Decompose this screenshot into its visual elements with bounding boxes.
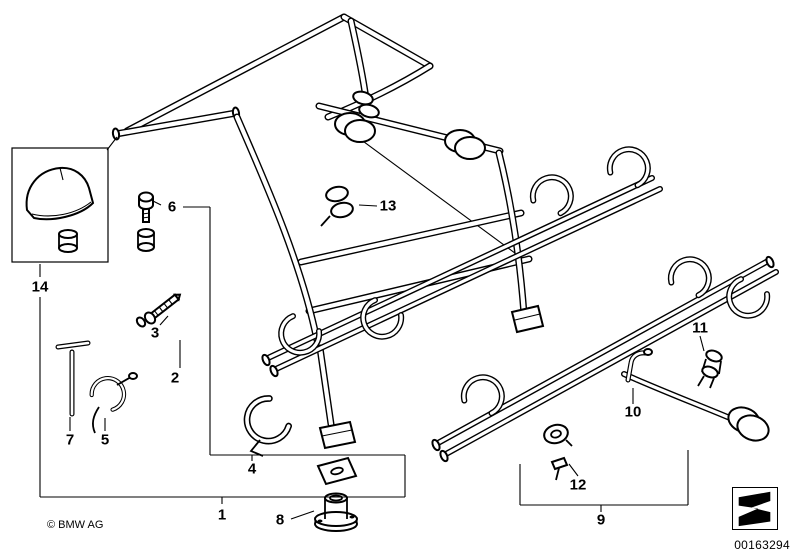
part-5-clamp <box>89 372 138 434</box>
copyright-text: © BMW AG <box>47 519 104 531</box>
frame-uprights <box>237 117 545 450</box>
callout-10: 10 <box>624 403 642 421</box>
rail-clamp <box>530 171 577 215</box>
part-6-bolt <box>137 191 155 252</box>
rail-upper <box>261 143 660 378</box>
part-10-lever <box>628 348 653 380</box>
callout-12: 12 <box>569 476 587 494</box>
part-4-clamp <box>239 395 358 486</box>
rail-clamp <box>461 371 508 415</box>
rail-clamp <box>607 143 654 187</box>
callout-3: 3 <box>150 324 160 342</box>
callout-8: 8 <box>275 511 285 529</box>
frame-upper-assembly <box>111 17 524 260</box>
inset-part-14 <box>11 147 109 263</box>
holder-arm-assembly <box>624 348 770 442</box>
bmw-parts-logo-glyph <box>738 491 771 527</box>
callout-1: 1 <box>217 506 227 524</box>
callout-13: 13 <box>379 197 397 215</box>
part-11-connector <box>697 349 723 389</box>
bmw-parts-logo <box>732 487 778 530</box>
part-7-tool <box>58 343 88 414</box>
callout-6: 6 <box>167 198 177 216</box>
callout-7: 7 <box>65 431 75 449</box>
rail-clamp <box>668 253 715 297</box>
callout-4: 4 <box>247 460 257 478</box>
callout-14: 14 <box>31 278 49 296</box>
part-8-foot <box>314 492 358 532</box>
callout-5: 5 <box>100 431 110 449</box>
part-13-clamp <box>320 185 354 227</box>
callout-11: 11 <box>692 319 708 337</box>
callout-2: 2 <box>170 369 180 387</box>
diagram-id: 00163294 <box>734 538 790 552</box>
rail-lower <box>431 253 776 463</box>
part-12-fasteners <box>543 423 573 481</box>
callout-9: 9 <box>596 511 606 529</box>
part-3-screw <box>135 293 182 328</box>
wheel-ring-left <box>334 112 376 143</box>
callout-leader-lines <box>39 136 705 520</box>
wheel-ring-right <box>444 129 486 160</box>
